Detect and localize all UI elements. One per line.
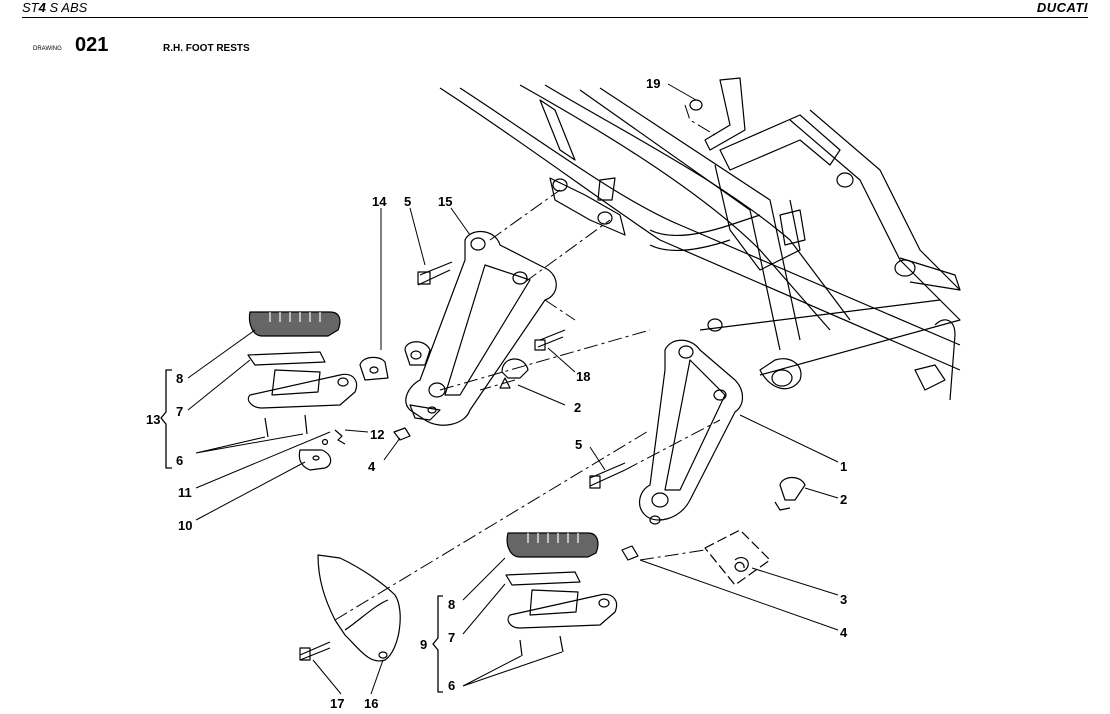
callout-10: 10 [178, 518, 192, 533]
callout-6-lower: 6 [448, 678, 455, 693]
assembly-center-lines [334, 104, 721, 621]
header-divider [22, 17, 1088, 18]
callout-5-upper: 5 [404, 194, 411, 209]
footpeg-rubber-upper [247, 311, 358, 471]
callout-8-lower: 8 [448, 597, 455, 612]
callout-1: 1 [840, 459, 847, 474]
footpeg-rubber-lower [505, 532, 618, 657]
drawing-number: 021 [75, 34, 109, 56]
group-braces [160, 369, 443, 693]
callout-16: 16 [364, 696, 378, 711]
callout-2-lower: 2 [840, 492, 847, 507]
callout-5-lower: 5 [575, 437, 582, 452]
callout-18: 18 [576, 369, 590, 384]
callout-12: 12 [370, 427, 384, 442]
callout-4-lower: 4 [840, 625, 848, 640]
lower-bracket-part-1 [638, 339, 744, 525]
callout-4-upper: 4 [368, 459, 376, 474]
heel-guard-part-16 [317, 554, 401, 662]
callout-7-upper: 7 [176, 404, 183, 419]
small-hardware [299, 99, 806, 661]
callout-15: 15 [438, 194, 452, 209]
frame-assembly [439, 77, 961, 401]
callout-7-lower: 7 [448, 630, 455, 645]
callout-17: 17 [330, 696, 344, 711]
drawing-label: DRAWING [33, 46, 62, 52]
callout-9: 9 [420, 637, 427, 652]
callout-6-upper: 6 [176, 453, 183, 468]
callout-19: 19 [646, 76, 660, 91]
callout-11: 11 [178, 485, 192, 500]
callout-2-upper: 2 [574, 400, 581, 415]
callout-leader-lines [187, 83, 839, 695]
callout-labels: 19 14 5 15 8 7 13 6 11 10 12 4 18 2 5 1 … [146, 76, 848, 711]
callout-8-upper: 8 [176, 371, 183, 386]
callout-14: 14 [372, 194, 387, 209]
callout-3: 3 [840, 592, 847, 607]
brand-logo: DUCATI [1036, 0, 1088, 15]
drawing-title: R.H. FOOT RESTS [163, 43, 250, 54]
callout-13: 13 [146, 412, 160, 427]
model-name: ST4 S ABS [22, 0, 88, 15]
upper-bracket-part-15 [404, 231, 557, 426]
